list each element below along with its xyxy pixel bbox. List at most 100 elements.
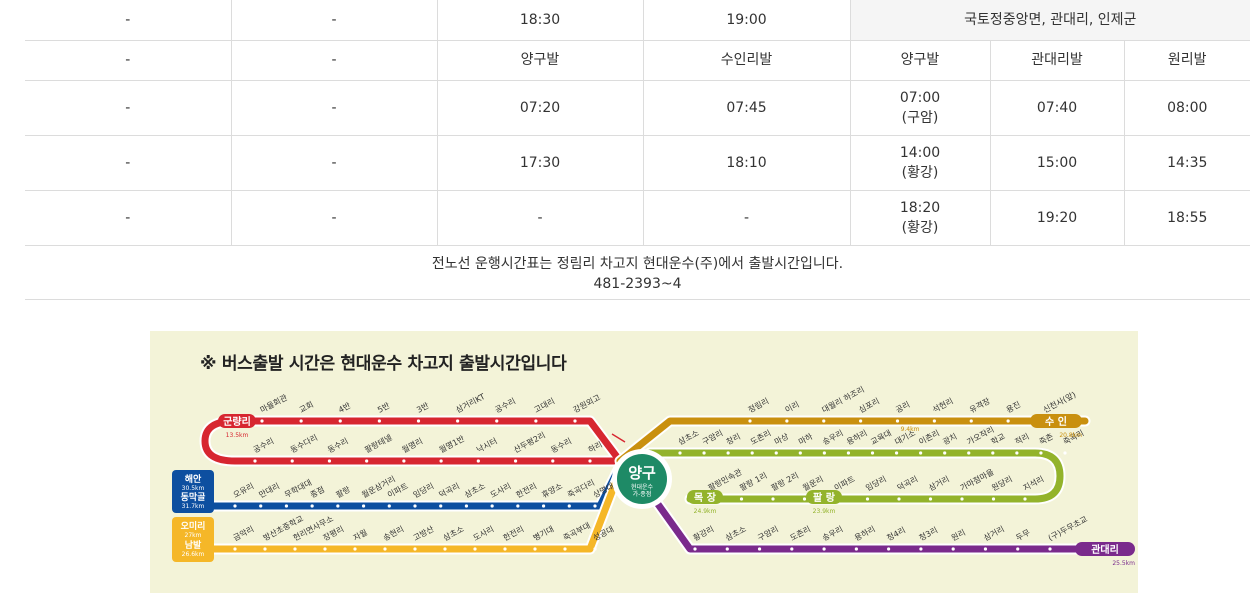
stop-dot	[387, 504, 391, 508]
stop-dot	[919, 451, 923, 455]
stop-label: 덕곡리	[895, 474, 919, 493]
terminal-palrang-badge	[806, 490, 842, 504]
stop-dot	[495, 419, 499, 423]
stop-dot	[822, 547, 826, 551]
orange-route-line	[616, 417, 1089, 465]
table-cell: -	[25, 39, 232, 81]
table-cell: -	[230, 134, 438, 191]
stop-label: 마을회관	[258, 392, 289, 415]
stop-label: 원리	[950, 528, 967, 543]
stop-dot	[967, 451, 971, 455]
stop-label: 청4리	[885, 526, 907, 543]
stop-dot	[1016, 547, 1020, 551]
green-route-line	[646, 449, 1064, 503]
stop-dot	[563, 547, 567, 551]
terminal-haean-name: 해안	[185, 473, 202, 485]
stop-label: 삼거리KT	[454, 391, 487, 415]
stop-label: 월명1반	[437, 433, 466, 455]
stop-label: 삼초소	[441, 524, 465, 543]
stop-label: (구)두무초교	[1047, 515, 1089, 543]
stop-dot	[573, 419, 577, 423]
stop-label: 송우리	[821, 524, 845, 542]
stop-dot	[822, 451, 826, 455]
stop-label: 병기대	[532, 524, 556, 542]
table-cell: 18:30	[436, 0, 644, 41]
stop-dot	[771, 497, 775, 501]
stop-label: 가마점마을	[958, 467, 995, 493]
table-cell: -	[25, 189, 232, 246]
stop-label: 팔랑민속관	[706, 466, 744, 492]
stop-label: 임당리	[864, 474, 888, 493]
terminal-gunryang-name: 군량리	[223, 415, 251, 428]
stop-label: 공리	[894, 400, 911, 415]
table-cell: 양구발	[849, 39, 991, 81]
stop-dot	[293, 547, 297, 551]
terminal-palrang-distance: 23.9km	[813, 508, 836, 515]
table-cell: 14:35	[1123, 134, 1250, 191]
stop-label: 휴양소	[540, 481, 564, 499]
stop-label: 팔랑	[334, 484, 352, 500]
time-note: (황강)	[901, 219, 939, 236]
terminal-palrang-name: 팔 랑	[813, 491, 836, 504]
stop-dot	[739, 497, 744, 501]
table-row: - - 양구발 수인리발 양구발 관대리발 원리발	[25, 39, 1250, 81]
terminal-suin-badge	[1030, 414, 1082, 428]
stop-label: 공수리	[493, 396, 517, 414]
stop-label: 구암리	[756, 524, 780, 543]
stop-dot	[259, 504, 263, 508]
table-cell: 18:55	[1123, 189, 1250, 246]
note-text: 전노선 운행시간표는 정림리 차고지 현대운수(주)에서 출발시간입니다.	[431, 256, 844, 272]
stop-dot	[678, 451, 682, 455]
stop-dot	[533, 547, 537, 551]
table-cell: 14:00(황강)	[849, 134, 991, 191]
stop-dot	[336, 504, 340, 508]
stop-dot	[894, 451, 899, 455]
terminal-yellow-box	[172, 517, 214, 562]
table-cell: -	[25, 79, 232, 136]
stop-label: 교회	[298, 400, 315, 415]
table-cell: 19:20	[989, 189, 1125, 246]
stop-label: 용진	[1004, 399, 1022, 415]
stop-label: 삼초소	[463, 481, 487, 500]
terminal-gwandae-name: 관대리	[1091, 543, 1119, 556]
terminal-gunryang-badge	[218, 414, 256, 428]
stop-label: 임당리	[411, 481, 435, 500]
note-cell: 전노선 운행시간표는 정림리 차고지 현대운수(주)에서 출발시간입니다. 48…	[25, 244, 1250, 300]
stop-dot	[887, 547, 891, 551]
terminal-nambal-distance: 26.6km	[182, 551, 205, 558]
stop-dot	[402, 459, 406, 463]
table-cell: 15:00	[989, 134, 1125, 191]
time-note: (구암)	[901, 109, 939, 126]
stop-dot	[897, 497, 901, 501]
stop-dot	[951, 547, 955, 551]
stop-dot	[443, 547, 447, 551]
table-cell: -	[436, 189, 644, 246]
table-row: - - 07:20 07:45 07:00(구암) 07:40 08:00	[25, 79, 1250, 136]
stop-dot	[327, 459, 332, 463]
stop-dot	[928, 497, 933, 501]
hub-name: 양구	[628, 464, 656, 482]
stop-dot	[798, 451, 802, 455]
hub-station	[617, 454, 667, 504]
table-row: 전노선 운행시간표는 정림리 차고지 현대운수(주)에서 출발시간입니다. 48…	[25, 244, 1250, 300]
terminal-omi-distance: 27km	[185, 532, 202, 539]
stop-label: 이파트	[832, 474, 856, 493]
stop-dot	[1006, 419, 1010, 423]
stop-dot	[365, 459, 369, 463]
table-cell: 18:10	[642, 134, 851, 191]
terminal-nambal-name: 남발	[185, 539, 202, 551]
timetable-section: - - 18:30 19:00 국토정중앙면, 관대리, 인제군 - - 양구발…	[25, 0, 1250, 300]
stop-dot	[932, 419, 936, 423]
stop-dot	[439, 504, 443, 508]
stop-label: 고방산	[411, 523, 436, 542]
stop-dot	[353, 547, 357, 551]
table-cell: 관대리발	[989, 39, 1125, 81]
stop-dot	[991, 497, 996, 501]
table-cell: 원리발	[1123, 39, 1250, 81]
terminal-suin-distance: 20.8km	[1059, 432, 1082, 439]
time-text: 14:00	[899, 144, 941, 161]
stop-dot	[774, 451, 778, 455]
stop-dot	[541, 504, 546, 508]
stop-label: 동수리	[549, 436, 573, 454]
direction-arrow-icon	[611, 433, 626, 443]
